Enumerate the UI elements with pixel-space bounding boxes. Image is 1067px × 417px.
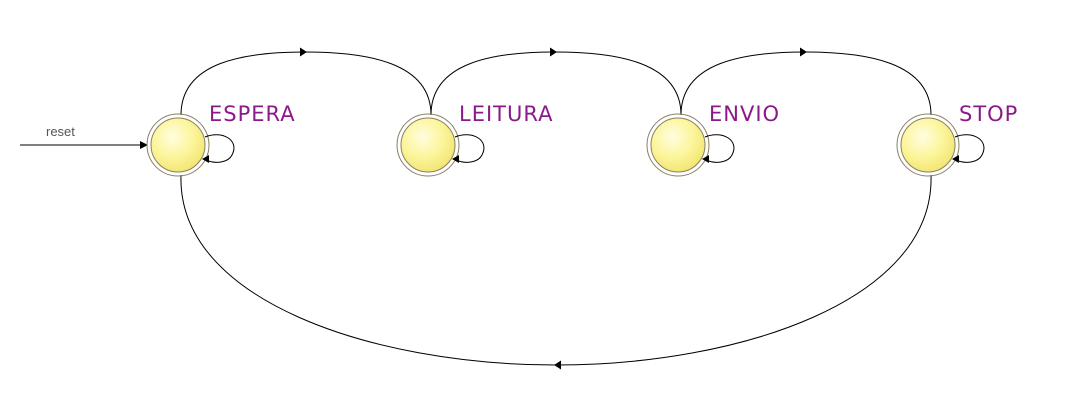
- state-circle: [900, 117, 956, 173]
- state-label: ESPERA: [209, 102, 296, 126]
- reset-arrowhead: [140, 141, 148, 149]
- self-loop: [954, 134, 985, 163]
- state-leitura[interactable]: LEITURA: [396, 102, 553, 177]
- transition-leitura-envio: [430, 47, 682, 116]
- state-outer-ring: [896, 113, 960, 177]
- transition-arc: [180, 174, 932, 366]
- state-stop[interactable]: STOP: [896, 102, 1018, 177]
- self-loop-arrowhead: [202, 155, 209, 163]
- transition-arrowhead: [554, 360, 561, 370]
- reset-transition: reset: [20, 124, 148, 149]
- state-circle: [400, 117, 456, 173]
- state-outer-ring: [396, 113, 460, 177]
- state-label: ENVIO: [709, 102, 780, 126]
- self-loop: [704, 134, 735, 163]
- state-circle: [150, 117, 206, 173]
- state-envio[interactable]: ENVIO: [646, 102, 780, 177]
- state-label: LEITURA: [459, 102, 553, 126]
- transition-envio-stop: [680, 47, 932, 116]
- self-loop-arrowhead: [452, 155, 459, 163]
- state-outer-ring: [146, 113, 210, 177]
- state-label: STOP: [959, 102, 1018, 126]
- state-espera[interactable]: ESPERA: [146, 102, 296, 177]
- transition-espera-leitura: [180, 47, 432, 116]
- self-loop: [454, 134, 485, 163]
- reset-label: reset: [46, 124, 75, 139]
- self-loop-arrowhead: [702, 155, 709, 163]
- self-loop: [204, 134, 235, 163]
- transition-stop-espera: [180, 174, 932, 370]
- transition-arrowhead: [550, 47, 557, 57]
- state-outer-ring: [646, 113, 710, 177]
- transition-arrowhead: [300, 47, 307, 57]
- self-loop-arrowhead: [952, 155, 959, 163]
- transition-arrowhead: [800, 47, 807, 57]
- state-circle: [650, 117, 706, 173]
